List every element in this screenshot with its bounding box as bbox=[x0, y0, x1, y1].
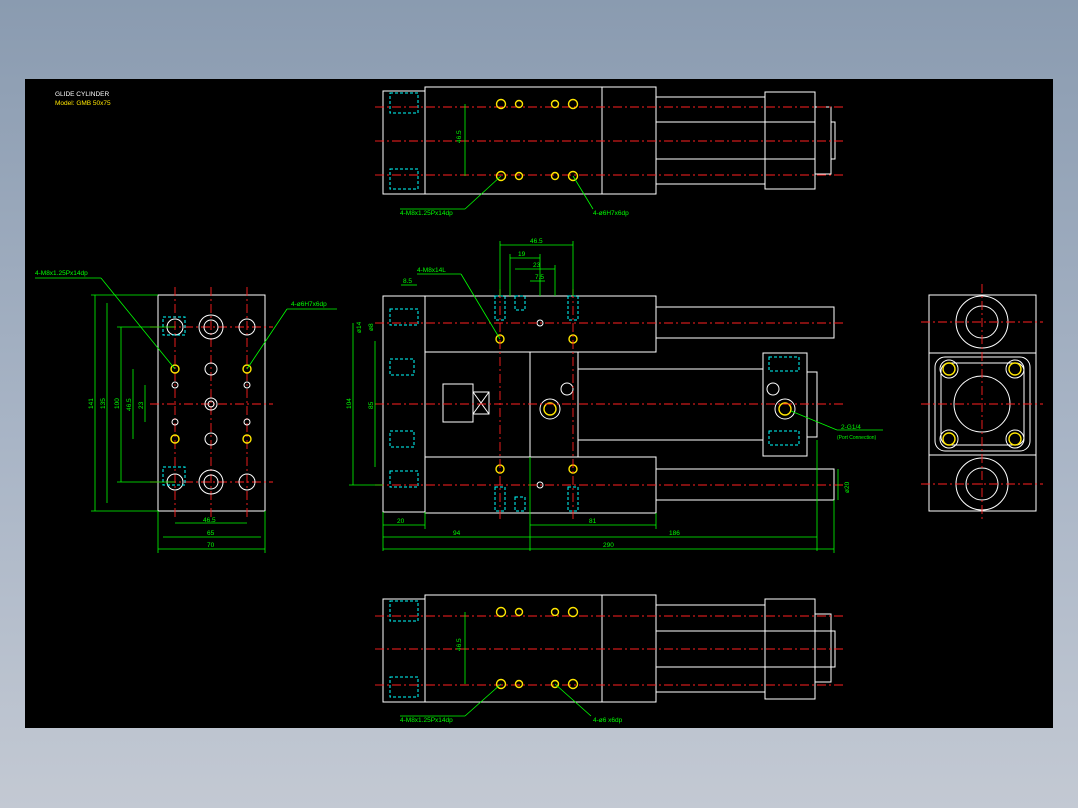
drawing-model: Model: GMB 50x75 bbox=[55, 100, 111, 107]
front-dim-94: 94 bbox=[453, 530, 461, 537]
front-dim-46-5: 46.5 bbox=[530, 238, 543, 245]
side-view-plate bbox=[157, 294, 266, 512]
bottom-view-dim-46-5: 46.5 bbox=[456, 638, 463, 651]
front-dim-7-5: 7.5 bbox=[535, 274, 544, 281]
front-dim-85: 85 bbox=[368, 401, 375, 409]
side-view: 141 135 100 46.5 23 46.5 65 70 4-M8x1.25… bbox=[35, 270, 337, 553]
bottom-view-end-plate bbox=[382, 598, 426, 703]
side-dim-46-5: 46.5 bbox=[126, 398, 133, 411]
side-dim-141: 141 bbox=[88, 398, 95, 409]
front-dim-104: 104 bbox=[346, 398, 353, 409]
front-dim-186: 186 bbox=[669, 530, 680, 537]
top-view-pin-callout: 4-ø6H7x6dp bbox=[593, 210, 629, 217]
end-view bbox=[921, 284, 1043, 521]
top-view: 46.5 4-M8x1.25Px14dp 4-ø6H7x6dp bbox=[375, 86, 845, 217]
top-view-dim-46-5: 46.5 bbox=[456, 130, 463, 143]
port-callout: 2-G1/4 bbox=[841, 424, 861, 431]
front-dim-dia-14: ø14 bbox=[356, 321, 363, 333]
top-view-tap-callout: 4-M8x1.25Px14dp bbox=[400, 210, 453, 217]
front-view-guide-block bbox=[762, 352, 808, 457]
front-view: 46.5 19 23 7.5 8.5 ø14 ø8 104 85 20 81 9… bbox=[346, 238, 883, 553]
front-dim-19: 19 bbox=[518, 251, 526, 258]
cad-drawing: GLIDE CYLINDER Model: GMB 50x75 46.5 4-M… bbox=[35, 86, 1043, 724]
top-view-body bbox=[424, 86, 603, 195]
side-dim-width-46-5: 46.5 bbox=[203, 517, 216, 524]
front-dim-81: 81 bbox=[589, 518, 597, 525]
front-view-upper-body bbox=[424, 295, 657, 353]
side-tap-callout: 4-M8x1.25Px14dp bbox=[35, 270, 88, 277]
cad-drawing-viewport[interactable]: GLIDE CYLINDER Model: GMB 50x75 46.5 4-M… bbox=[25, 79, 1053, 728]
front-tap-callout: 4-M8x14L bbox=[417, 267, 446, 274]
side-pin-callout: 4-ø6H7x6dp bbox=[291, 301, 327, 308]
front-dim-23: 23 bbox=[533, 262, 541, 269]
bottom-view-tap-callout: 4-M8x1.25Px14dp bbox=[400, 717, 453, 724]
top-view-end-plate bbox=[382, 90, 426, 195]
front-dim-8-5: 8.5 bbox=[403, 278, 412, 285]
bottom-view-body bbox=[424, 594, 603, 703]
bottom-view: 46.5 4-M8x1.25Px14dp 4-ø6 x6dp bbox=[375, 594, 845, 724]
front-view-rod-upper bbox=[655, 306, 835, 339]
front-dim-rod-dia: ø20 bbox=[844, 481, 851, 493]
end-view-outline bbox=[928, 294, 1037, 512]
side-dim-135: 135 bbox=[100, 398, 107, 409]
top-view-cylinder-head bbox=[601, 86, 657, 195]
front-dim-dia-8: ø8 bbox=[368, 323, 375, 331]
side-dim-23: 23 bbox=[138, 401, 145, 409]
front-view-rod-lower bbox=[655, 468, 835, 501]
bottom-view-pin-callout: 4-ø6 x6dp bbox=[593, 717, 623, 724]
side-dim-width-70: 70 bbox=[207, 542, 215, 549]
front-dim-290: 290 bbox=[603, 542, 614, 549]
side-dim-width-65: 65 bbox=[207, 530, 215, 537]
drawing-title: GLIDE CYLINDER bbox=[55, 91, 109, 98]
port-note: (Port Connection) bbox=[837, 435, 877, 441]
side-dim-100: 100 bbox=[114, 398, 121, 409]
front-dim-20: 20 bbox=[397, 518, 405, 525]
title-block: GLIDE CYLINDER Model: GMB 50x75 bbox=[55, 91, 111, 107]
